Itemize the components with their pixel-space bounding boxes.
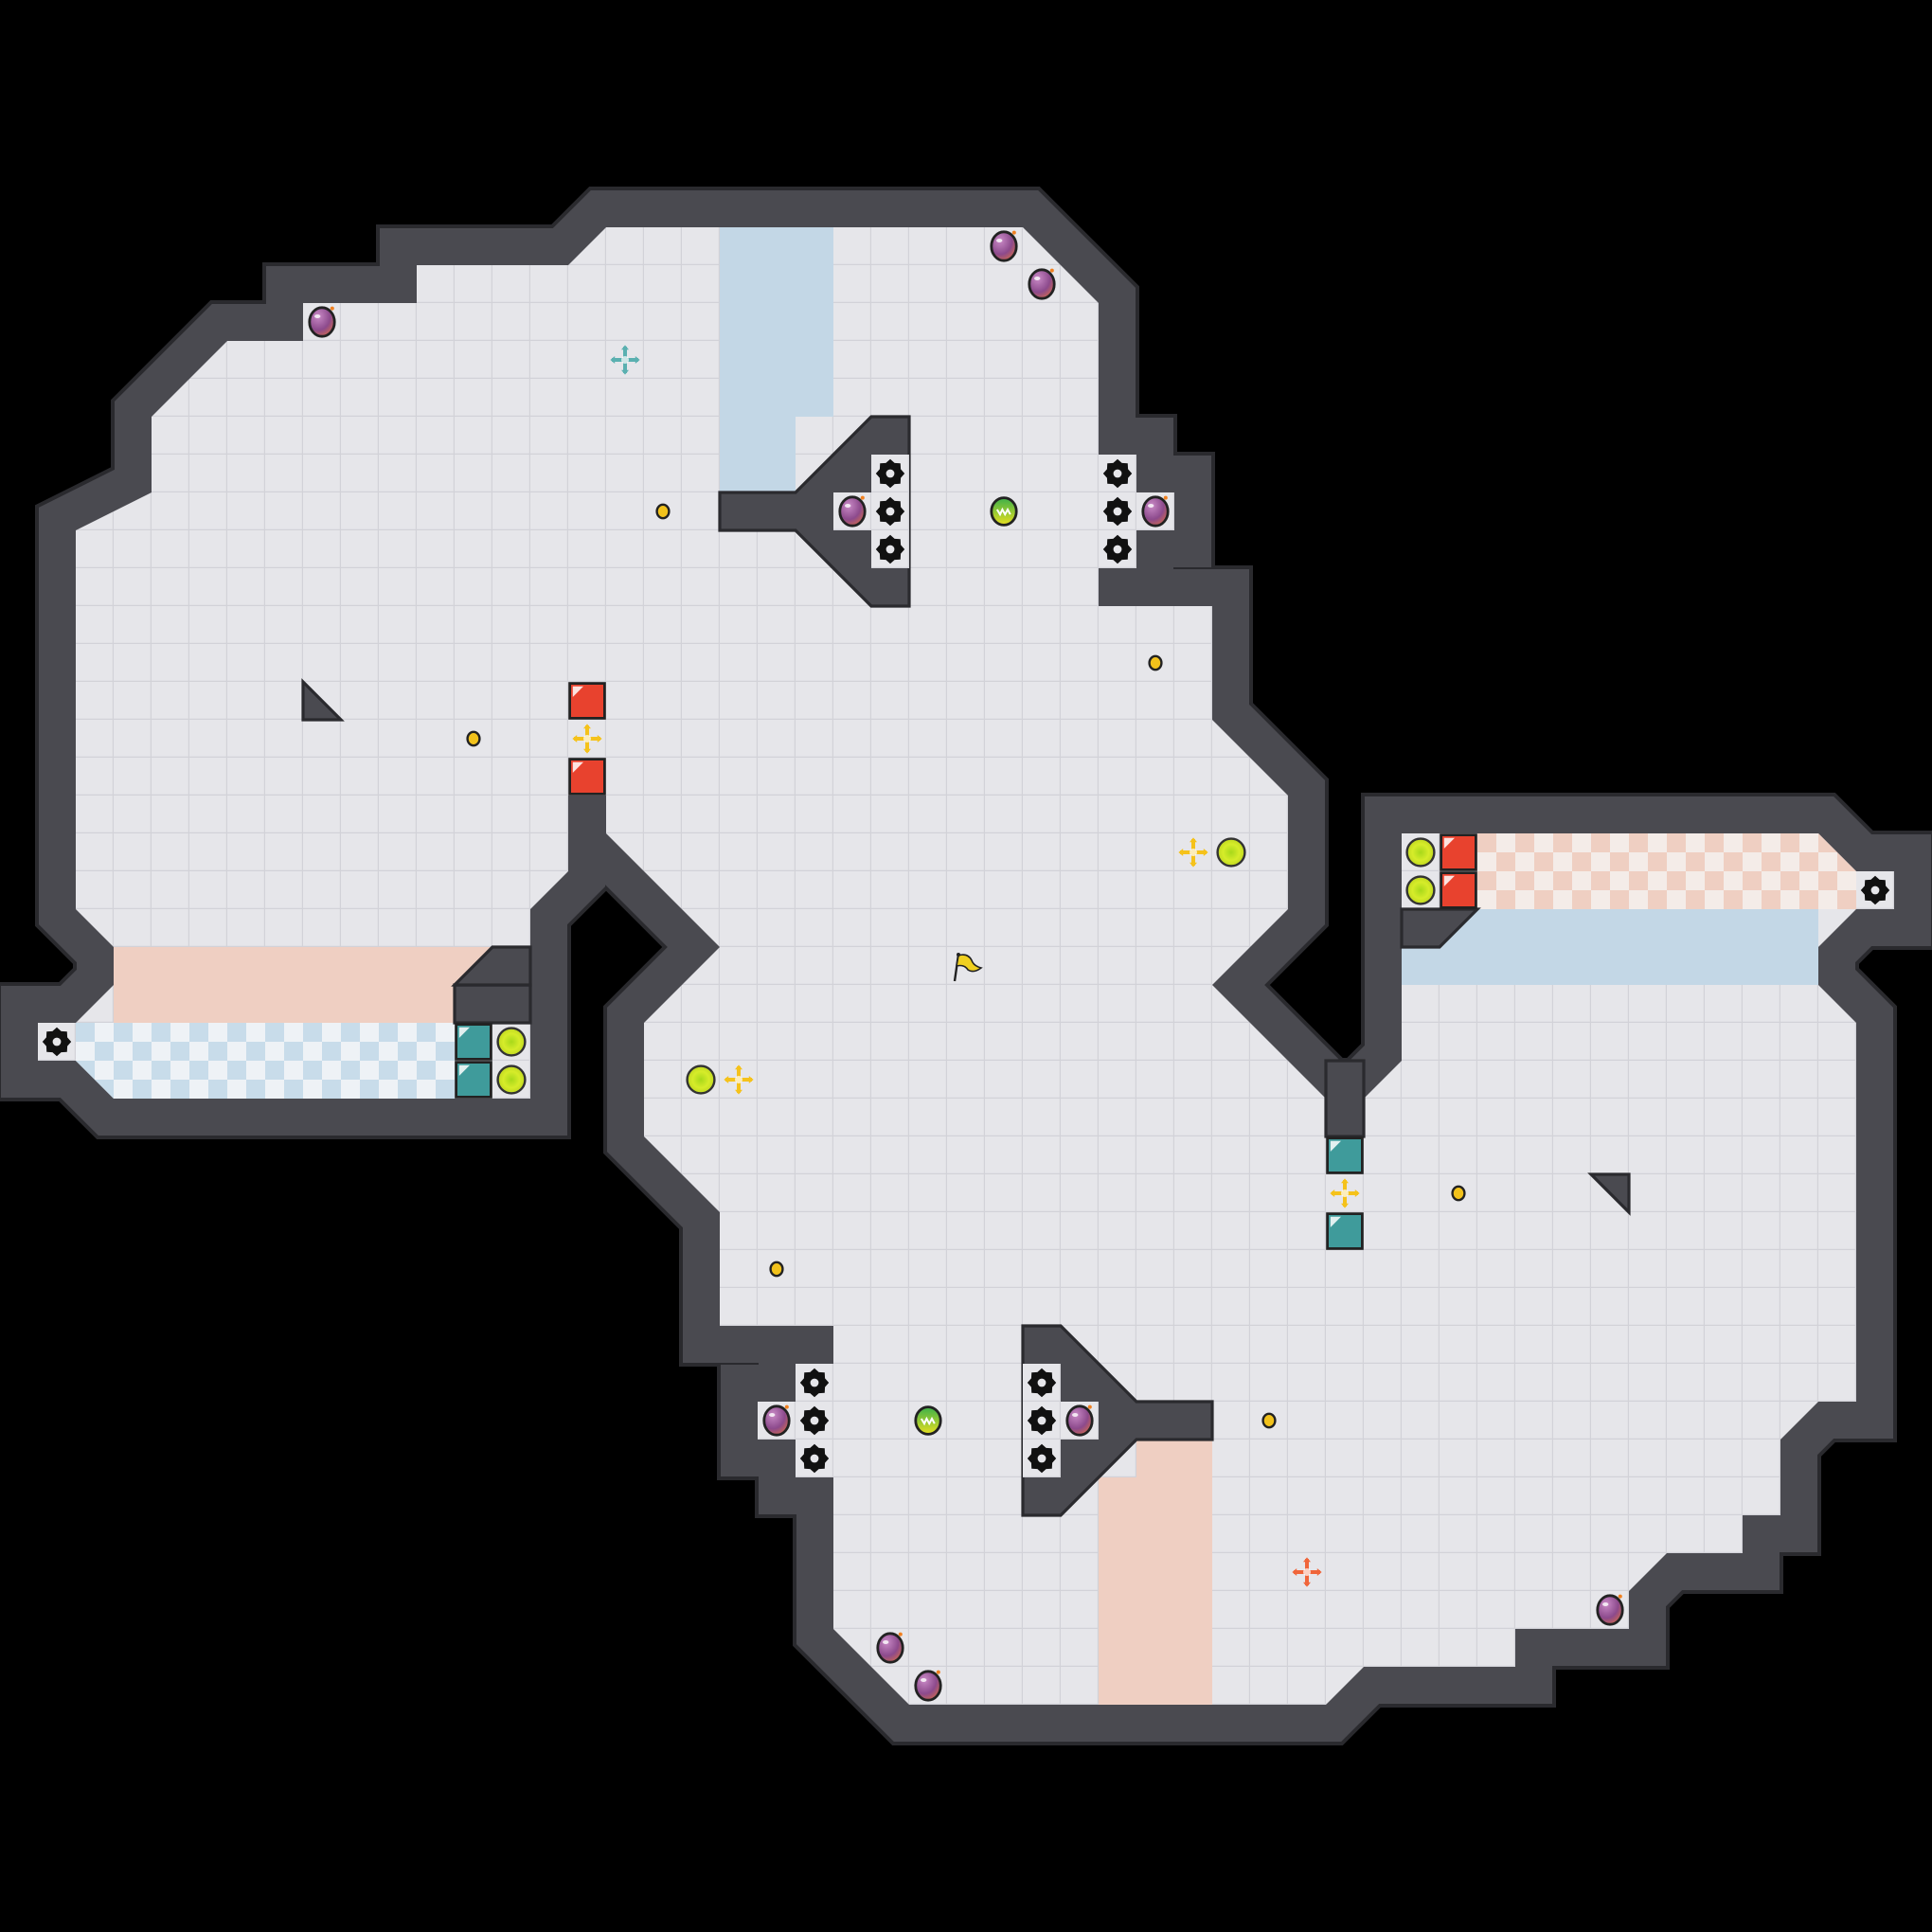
bomb-icon (308, 306, 336, 338)
power-orb-icon (990, 496, 1018, 527)
bomb-icon (876, 1632, 904, 1664)
goal-flag-icon (953, 953, 983, 982)
wall-ledge (451, 945, 532, 987)
yellow-cross-icon (724, 1064, 754, 1095)
gear-mine-icon (799, 1443, 830, 1474)
lime-orb-icon (1216, 837, 1246, 868)
blue-zone (1402, 909, 1818, 985)
red-block (568, 682, 606, 720)
bomb-icon (1065, 1404, 1094, 1437)
gear-mine-icon (1027, 1368, 1057, 1398)
gold-coin-icon (1261, 1412, 1277, 1429)
bomb-icon (1596, 1594, 1624, 1626)
entities (42, 230, 1890, 1702)
wall-stub (1324, 1059, 1366, 1138)
lime-orb-icon (496, 1027, 527, 1057)
ramp-triangle (1587, 1172, 1631, 1216)
red-block (568, 758, 606, 796)
ramp-triangle (301, 678, 345, 722)
bomb-icon (990, 230, 1018, 262)
gold-coin-icon (655, 503, 671, 520)
lime-orb-icon (686, 1064, 716, 1095)
blue-checker-zone (76, 1023, 455, 1099)
red-block (1440, 833, 1477, 871)
center-lower-wall (1021, 1324, 1214, 1517)
gear-mine-icon (875, 496, 905, 527)
lime-orb-icon (496, 1064, 527, 1095)
gear-mine-icon (799, 1368, 830, 1398)
gear-mine-icon (875, 458, 905, 489)
teal-cross-icon (610, 345, 640, 375)
bomb-icon (762, 1404, 791, 1437)
teal-block (1326, 1136, 1364, 1174)
peach-zone (114, 947, 530, 1023)
lime-orb-icon (1405, 875, 1436, 905)
gear-mine-icon (42, 1027, 72, 1057)
bomb-icon (838, 495, 867, 528)
yellow-cross-icon (572, 724, 602, 754)
teal-block (1326, 1212, 1364, 1250)
bomb-icon (1141, 495, 1170, 528)
gold-coin-icon (1148, 654, 1163, 671)
teal-block (455, 1061, 492, 1099)
gear-mine-icon (1102, 496, 1133, 527)
power-orb-icon (914, 1405, 942, 1436)
gear-mine-icon (1860, 875, 1890, 905)
red-block (1440, 871, 1477, 909)
peach-checker-zone (1477, 833, 1856, 909)
peach-zone (1099, 1440, 1212, 1705)
gold-coin-icon (1451, 1185, 1466, 1202)
gear-mine-icon (1102, 534, 1133, 564)
bomb-icon (1028, 268, 1056, 300)
gold-coin-icon (769, 1261, 784, 1278)
gold-coin-icon (466, 730, 481, 747)
gear-mine-icon (799, 1405, 830, 1436)
colored-zones (76, 227, 1856, 1705)
wall-ledge (453, 983, 532, 1025)
wall-ledge (1400, 907, 1481, 949)
gear-mine-icon (1027, 1443, 1057, 1474)
lime-orb-icon (1405, 837, 1436, 868)
yellow-cross-icon (1178, 837, 1208, 868)
orange-cross-icon (1292, 1557, 1322, 1587)
bomb-icon (914, 1670, 942, 1702)
gear-mine-icon (1102, 458, 1133, 489)
gear-mine-icon (875, 534, 905, 564)
teal-block (455, 1023, 492, 1061)
blue-zone (720, 227, 833, 492)
gear-mine-icon (1027, 1405, 1057, 1436)
yellow-cross-icon (1330, 1178, 1360, 1208)
